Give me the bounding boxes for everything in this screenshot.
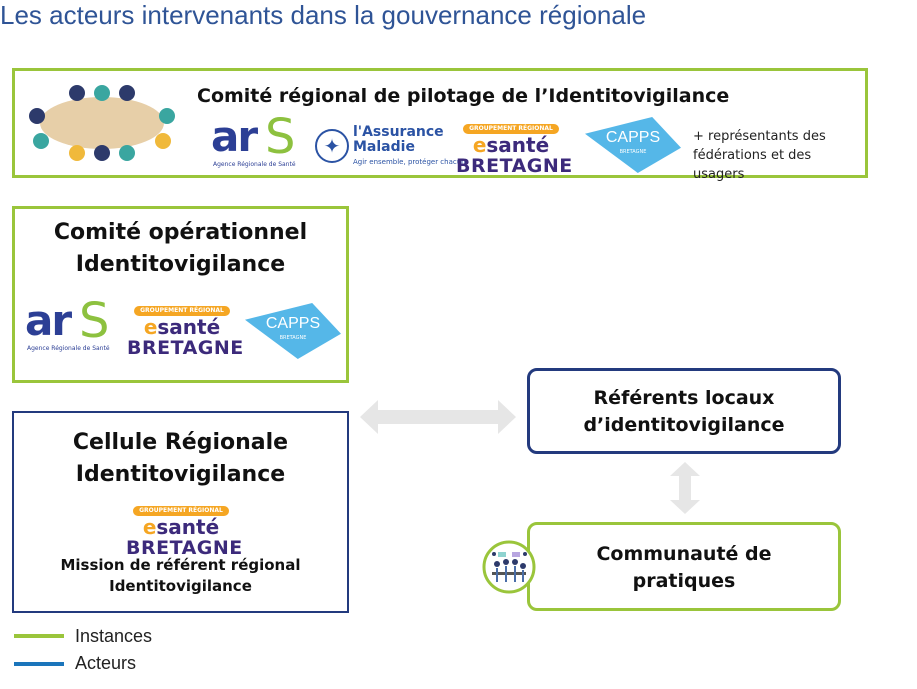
legend-line-instances <box>14 634 64 638</box>
comite-regional-title: Comité régional de pilotage de l’Identit… <box>197 85 730 107</box>
esante-bretagne-logo: GROUPEMENT RÉGIONAL esanté BRETAGNE <box>456 124 573 177</box>
meeting-table-illustration <box>29 85 175 161</box>
esante-bretagne-logo: GROUPEMENT RÉGIONAL esanté BRETAGNE <box>126 506 243 559</box>
esante-bretagne-logo: GROUPEMENT RÉGIONAL esanté BRETAGNE <box>127 306 244 359</box>
legend-line-acteurs <box>14 662 64 666</box>
comite-regional-box: Comité régional de pilotage de l’Identit… <box>12 68 868 182</box>
double-arrow-vertical <box>670 462 700 514</box>
community-people-icon <box>482 540 536 594</box>
double-arrow-horizontal <box>360 400 516 434</box>
assurance-maladie-icon: ✦ <box>315 129 349 163</box>
legend-instances: Instances <box>75 626 153 646</box>
page-title: Les acteurs intervenants dans la gouvern… <box>0 0 647 30</box>
legend-acteurs: Acteurs <box>75 653 137 673</box>
